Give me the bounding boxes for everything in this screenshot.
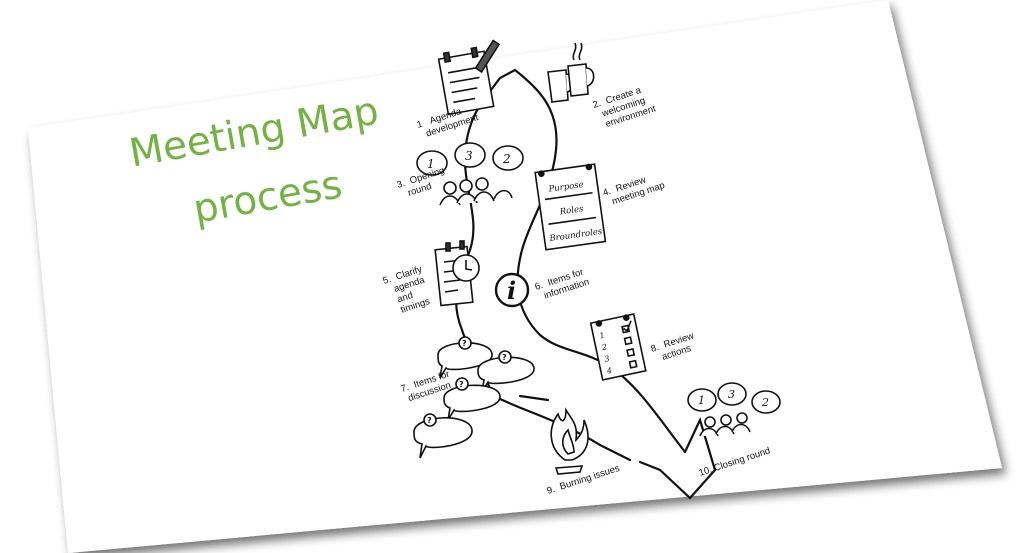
notepad-pen-icon — [437, 39, 501, 116]
checklist-num-2: 2 — [600, 342, 608, 352]
sheet-purpose: Purpose — [547, 180, 584, 195]
question-mark-2: ? — [502, 353, 507, 362]
question-bubbles-icon — [413, 336, 535, 459]
opening-bubble-2: 2 — [502, 152, 511, 166]
checklist-num-3: 3 — [604, 354, 611, 364]
question-mark-4: ? — [427, 416, 432, 425]
agenda-clock-icon — [434, 240, 480, 307]
step-7-number: 7. — [400, 382, 411, 395]
closing-bubble-3: 3 — [728, 388, 735, 401]
sheet-roles: Roles — [558, 204, 584, 217]
svg-text:? ? ? ?: ? ? ? ? — [427, 339, 509, 425]
meeting-map-sheet-icon — [534, 163, 607, 251]
step-6-number: 6. — [534, 280, 545, 293]
info-glyph: i — [507, 276, 516, 305]
coffee-cups-icon — [547, 42, 595, 103]
step-8-number: 8. — [650, 342, 661, 355]
step-3-number: 3. — [396, 178, 407, 191]
closing-bubble-1: 1 — [698, 394, 705, 407]
speech-circle-icon — [687, 382, 781, 437]
step-2-number: 2. — [592, 98, 603, 111]
step-4-number: 4. — [602, 186, 613, 199]
flame-icon — [550, 407, 589, 475]
svg-text:1 3 2: 1 3 2 — [698, 388, 769, 409]
svg-text:1 3 2: 1 3 2 — [427, 149, 511, 171]
opening-bubble-1: 1 — [427, 157, 435, 171]
step-10-number: 10. — [698, 464, 714, 479]
closing-bubble-2: 2 — [761, 396, 769, 409]
step-1-number: 1 — [416, 119, 424, 131]
svg-text:1 2 3 4: 1 2 3 4 — [598, 330, 616, 376]
question-mark-3: ? — [459, 380, 464, 389]
info-icon — [494, 272, 530, 308]
checklist-icon — [589, 313, 647, 381]
step-5-number: 5. — [382, 274, 393, 287]
checklist-num-1: 1 — [599, 331, 606, 341]
opening-bubble-3: 3 — [465, 149, 473, 163]
step-5-label-line3: and — [396, 290, 414, 305]
question-mark-1: ? — [462, 339, 467, 348]
checklist-num-4: 4 — [605, 366, 613, 376]
step-9-number: 9. — [546, 484, 557, 497]
speech-circle-icon — [416, 142, 524, 206]
